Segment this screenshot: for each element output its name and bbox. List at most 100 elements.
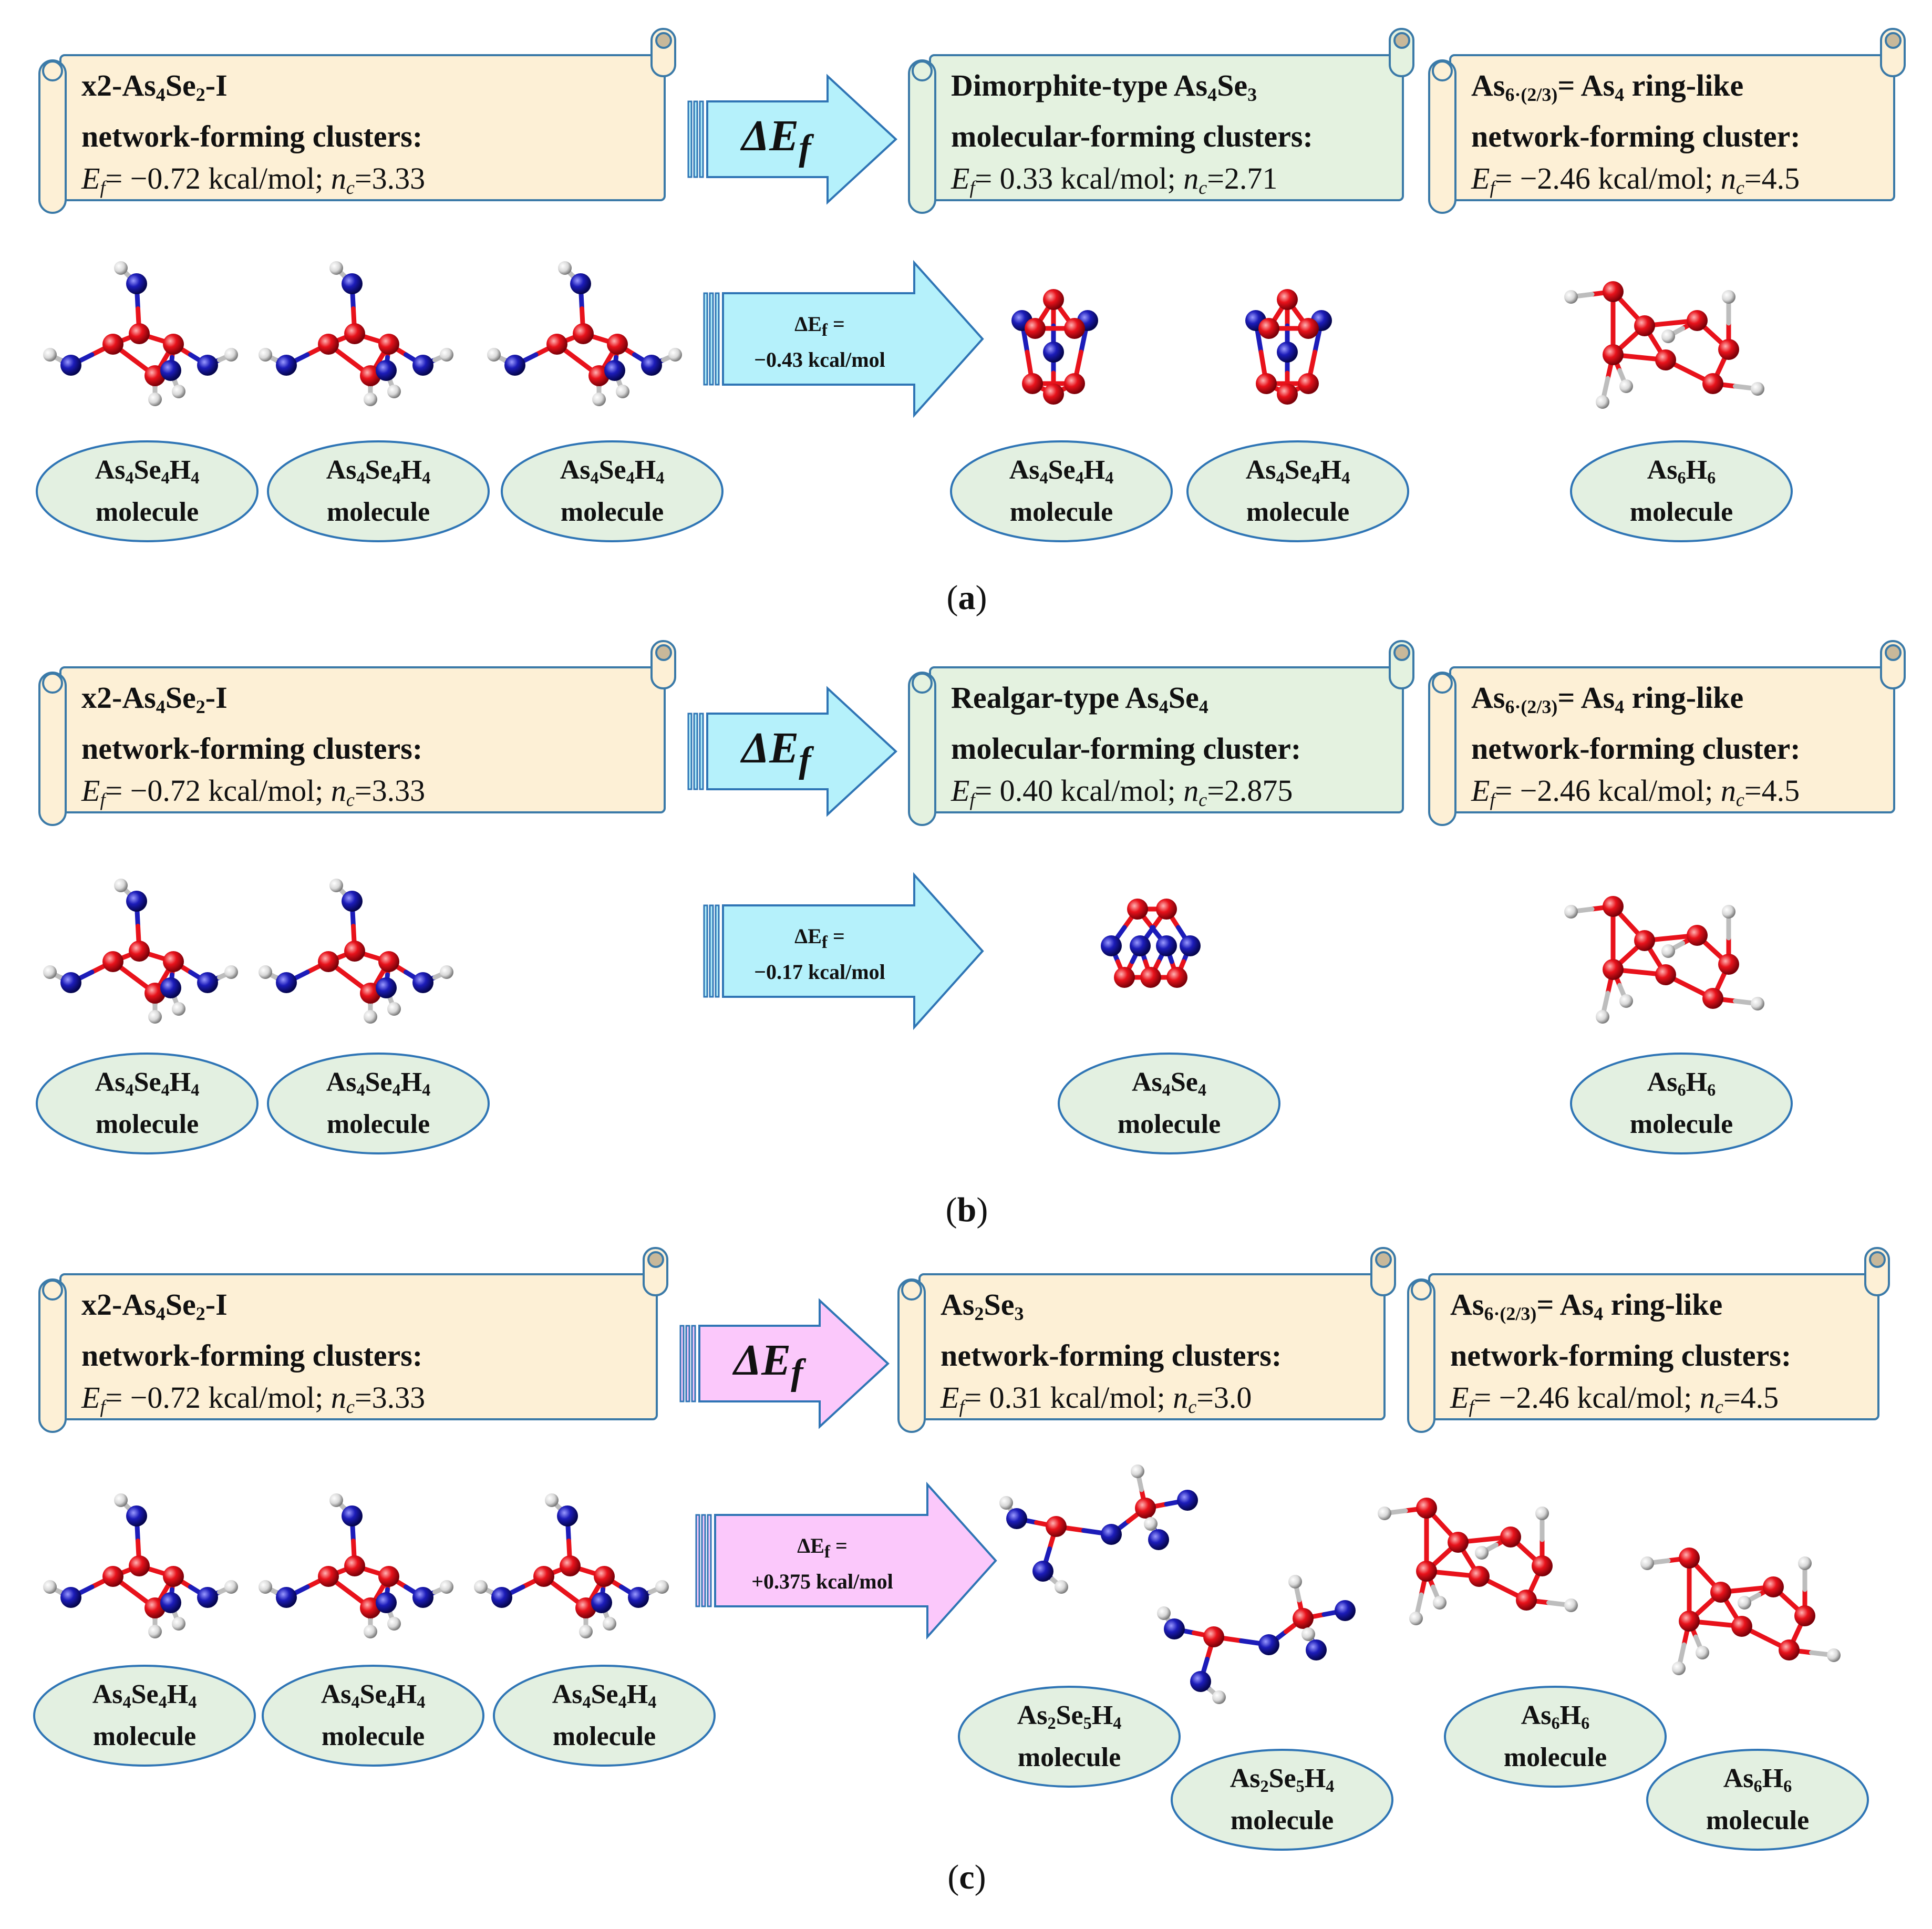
box-title: x2-As4Se2-I	[81, 680, 228, 718]
panel-a-molecule-label-6: As6H6 molecule	[1571, 441, 1792, 541]
molecule-formula: As2Se5H4	[1230, 1763, 1335, 1796]
arrow-bottom-line-2: −0.43 kcal/mol	[754, 348, 885, 372]
molecule-formula: As4Se4	[1131, 1067, 1207, 1099]
molecule-word: molecule	[1629, 497, 1733, 527]
molecule-formula: As2Se5H4	[1017, 1700, 1122, 1732]
panel-a-structure-3	[487, 261, 682, 406]
panel-c-molecule-ellipse-5	[1171, 1749, 1393, 1851]
panel-a-arrow-top	[687, 74, 897, 205]
molecule-word: molecule	[552, 1721, 656, 1751]
panel-a-molecule-ellipse-2	[267, 440, 490, 542]
molecule-formula: As4Se4H4	[1009, 455, 1114, 487]
molecule-formula: As6H6	[1647, 455, 1716, 487]
molecule-label: As4Se4H4 molecule	[1246, 453, 1350, 530]
panel-a-box-3	[1428, 28, 1906, 214]
panel-c-structure-7	[1640, 1548, 1841, 1675]
panel-a-box-1	[38, 28, 676, 214]
box-subtitle: network-forming clusters:	[81, 119, 423, 154]
box-title: As6·(2/3)= As4 ring-like	[1471, 680, 1744, 718]
molecule-label: As4Se4H4 molecule	[326, 1065, 431, 1142]
molecule-word: molecule	[1009, 497, 1113, 527]
box-energy: Ef= 0.31 kcal/mol; nc=3.0	[941, 1380, 1252, 1418]
panel-a-molecule-ellipse-1	[36, 440, 259, 542]
panel-a-arrow-bottom	[703, 260, 984, 418]
panel-c-molecule-ellipse-7	[1646, 1749, 1869, 1851]
panel-b-caption: (b)	[945, 1191, 988, 1229]
box-energy: Ef= −2.46 kcal/mol; nc=4.5	[1471, 773, 1800, 811]
panel-c-box-1	[38, 1247, 668, 1433]
box-energy: Ef= −2.46 kcal/mol; nc=4.5	[1450, 1380, 1779, 1418]
box-subtitle: molecular-forming clusters:	[951, 119, 1313, 154]
molecule-formula: As4Se4H4	[326, 455, 431, 487]
panel-a-molecule-ellipse-3	[501, 440, 724, 542]
panel-c-caption: (c)	[947, 1858, 986, 1896]
panel-c-molecule-ellipse-1	[33, 1665, 256, 1767]
panel-a-structure-4	[1011, 289, 1098, 405]
panel-a-structure-5	[1245, 289, 1332, 405]
molecule-word: molecule	[321, 1721, 425, 1751]
panel-c-arrow-top-label: ΔEf	[733, 1336, 803, 1392]
molecule-word: molecule	[95, 497, 199, 527]
molecule-formula: As6H6	[1723, 1763, 1792, 1796]
box-subtitle: network-forming clusters:	[81, 1338, 423, 1373]
arrow-bottom-line-2: +0.375 kcal/mol	[751, 1570, 893, 1593]
molecule-word: molecule	[326, 1109, 430, 1139]
molecule-word: molecule	[1246, 497, 1350, 527]
panel-b-molecule-ellipse-4	[1570, 1053, 1793, 1154]
panel-c-structure-3	[474, 1493, 669, 1638]
molecule-label: As6H6 molecule	[1630, 453, 1733, 530]
box-title: Dimorphite-type As4Se3	[951, 68, 1257, 106]
panel-a-arrow-bottom-label: ΔEf =−0.43 kcal/mol	[725, 310, 914, 375]
panel-b-molecule-ellipse-2	[267, 1053, 490, 1154]
panel-c-box-2	[897, 1247, 1396, 1433]
panel-a-molecule-ellipse-5	[1186, 440, 1409, 542]
panel-a-molecule-ellipse-6	[1570, 440, 1793, 542]
panel-a-structure-6	[1564, 281, 1764, 409]
molecule-word: molecule	[92, 1721, 197, 1751]
box-subtitle: network-forming cluster:	[1471, 731, 1801, 766]
box-subtitle: network-forming clusters:	[941, 1338, 1282, 1373]
molecule-formula: As6H6	[1647, 1067, 1716, 1099]
panel-c-structure-5	[1157, 1575, 1356, 1704]
panel-a-molecule-label-4: As4Se4H4 molecule	[951, 441, 1172, 541]
box-title: x2-As4Se2-I	[81, 68, 228, 106]
molecule-word: molecule	[560, 497, 664, 527]
panel-c-box-3	[1407, 1247, 1890, 1433]
panel-a-caption: (a)	[946, 579, 987, 617]
molecule-formula: As4Se4H4	[95, 1067, 200, 1099]
molecule-formula: As4Se4H4	[326, 1067, 431, 1099]
panel-c-structure-4	[999, 1464, 1198, 1594]
panel-b-box-1	[38, 640, 676, 826]
panel-b-arrow-top	[687, 686, 897, 817]
box-subtitle: network-forming clusters:	[81, 731, 423, 766]
panel-a-structure-2	[259, 261, 453, 406]
molecule-formula: As4Se4H4	[1245, 455, 1350, 487]
panel-b-molecule-label-1: As4Se4H4 molecule	[37, 1054, 257, 1153]
panel-b-arrow-top-label: ΔEf	[741, 724, 811, 780]
panel-b-box-3	[1428, 640, 1906, 826]
arrow-bottom-line-2: −0.17 kcal/mol	[754, 960, 885, 984]
panel-b-structure-2	[259, 879, 453, 1024]
box-subtitle: network-forming cluster:	[1471, 119, 1801, 154]
molecule-word: molecule	[95, 1109, 199, 1139]
molecule-word: molecule	[1706, 1806, 1810, 1835]
box-energy: Ef= −2.46 kcal/mol; nc=4.5	[1471, 161, 1800, 199]
panel-c-molecule-ellipse-2	[262, 1665, 484, 1767]
panel-a-molecule-label-5: As4Se4H4 molecule	[1187, 441, 1408, 541]
